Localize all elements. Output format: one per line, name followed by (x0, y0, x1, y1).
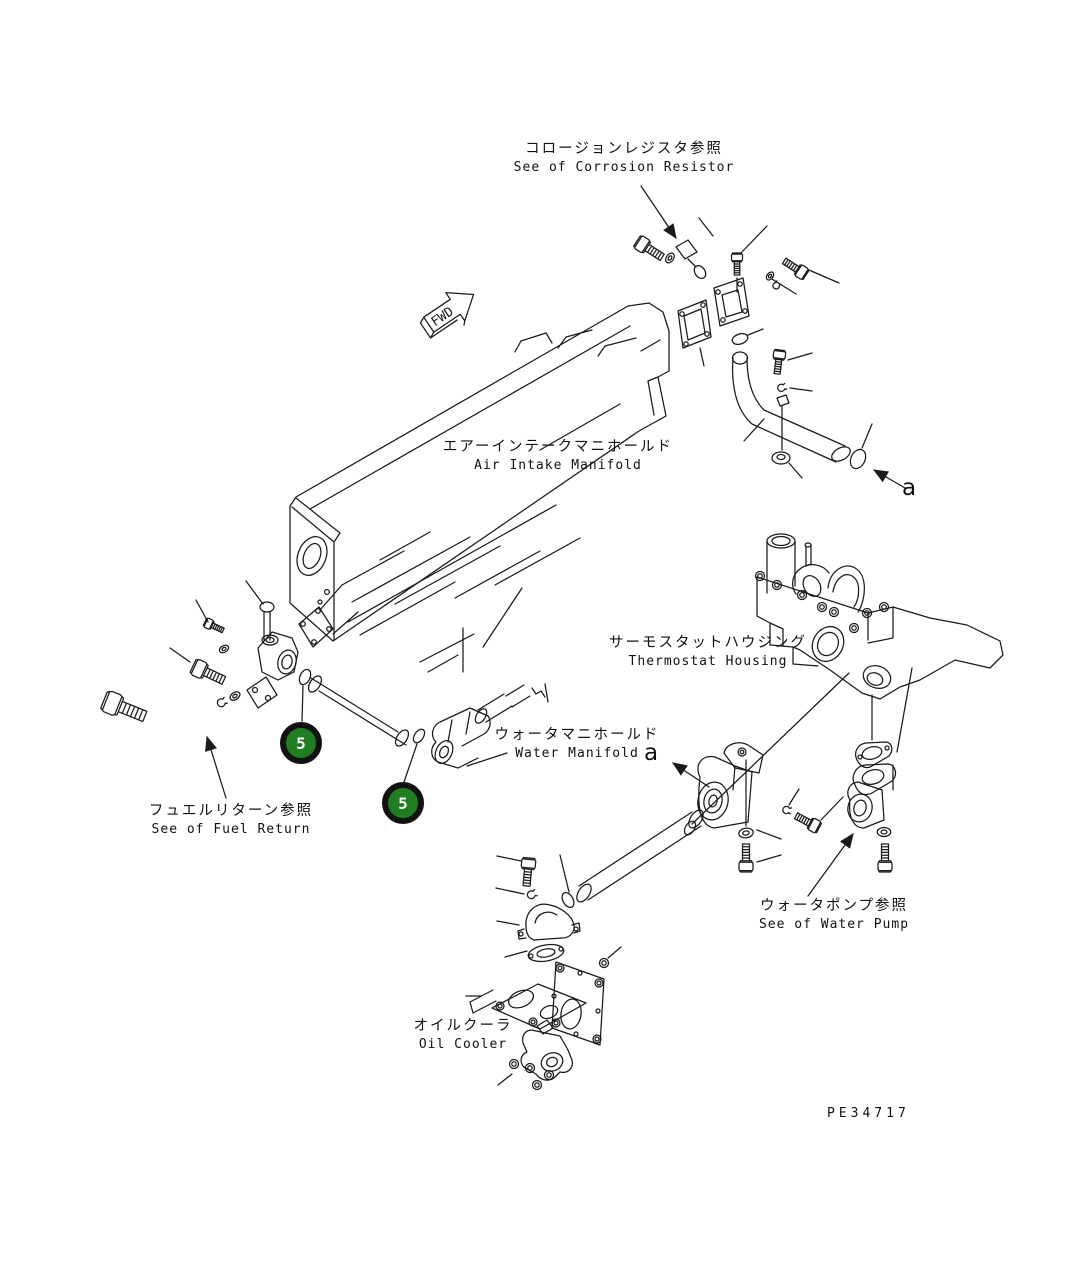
label-fuel-return: フュエルリターン参照 See of Fuel Return (149, 802, 313, 839)
part-callout-badge-5-left-number: 5 (296, 733, 306, 753)
water-outlet-elbow-group (694, 743, 843, 873)
label-water-manifold: ウォータマニホールド Water Manifold (495, 726, 660, 763)
label-corrosion-resistor: コロージョンレジスタ参照 See of Corrosion Resistor (514, 140, 735, 177)
leader-arrows (205, 186, 905, 896)
ref-letter-a-top: a (902, 475, 917, 501)
label-water-manifold-jp: ウォータマニホールド (494, 727, 660, 743)
water-manifold-group (297, 588, 548, 782)
label-thermostat-housing-en: Thermostat Housing (628, 654, 788, 669)
corrosion-resistor-fitting-group (632, 218, 839, 366)
label-corrosion-resistor-en: See of Corrosion Resistor (513, 160, 735, 175)
fwd-direction-arrow: FWD (414, 280, 484, 344)
label-fuel-return-en: See of Fuel Return (151, 822, 311, 837)
label-water-pump-en: See of Water Pump (758, 917, 910, 932)
oil-cooler-group (466, 808, 706, 1090)
label-water-pump-jp: ウォータポンプ参照 (759, 898, 909, 914)
label-air-intake-manifold-jp: エアーインテークマニホールド (442, 439, 674, 455)
part-code: PE34717 (827, 1106, 910, 1121)
label-oil-cooler-jp: オイルクーラ (413, 1018, 513, 1034)
label-air-intake-manifold-en: Air Intake Manifold (474, 458, 642, 473)
label-oil-cooler: オイルクーラ Oil Cooler (414, 1017, 513, 1054)
label-oil-cooler-en: Oil Cooler (418, 1037, 508, 1052)
label-fuel-return-jp: フュエルリターン参照 (148, 803, 314, 819)
label-water-pump: ウォータポンプ参照 See of Water Pump (759, 897, 909, 934)
label-water-manifold-en: Water Manifold (515, 746, 639, 761)
air-intake-manifold-drawing (290, 303, 669, 641)
part-callout-badge-5-right-number: 5 (398, 793, 408, 813)
ref-letter-a-mid: a (644, 740, 659, 766)
water-hose-group (731, 329, 872, 478)
part-callout-badge-5-left[interactable]: 5 (280, 722, 322, 764)
thermostat-housing-drawing (692, 534, 1003, 824)
fuel-return-valve-group (99, 581, 358, 728)
part-callout-badge-5-right[interactable]: 5 (382, 782, 424, 824)
label-air-intake-manifold: エアーインテークマニホールド Air Intake Manifold (443, 438, 673, 475)
water-pump-connection-group (845, 742, 896, 873)
fwd-arrow-label: FWD (429, 304, 457, 330)
label-corrosion-resistor-jp: コロージョンレジスタ参照 (525, 141, 723, 157)
label-thermostat-housing-jp: サーモスタットハウジング (609, 635, 807, 651)
label-thermostat-housing: サーモスタットハウジング Thermostat Housing (609, 634, 807, 671)
